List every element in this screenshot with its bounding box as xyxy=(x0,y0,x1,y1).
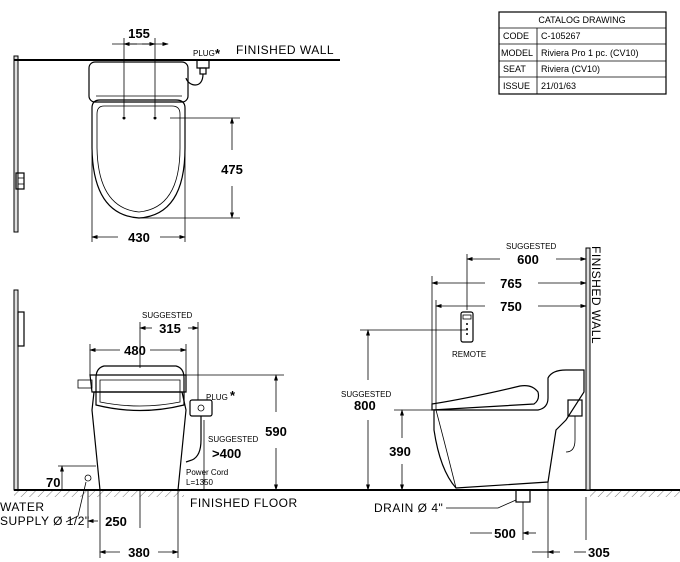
suggested-600-label: SUGGESTED xyxy=(506,242,556,251)
dim-70-label: 70 xyxy=(46,475,60,490)
seat-value: Riviera (CV10) xyxy=(541,64,600,74)
side-dim-500: 500 xyxy=(470,497,587,541)
remote-icon xyxy=(460,311,474,343)
suggested-400-label: SUGGESTED xyxy=(208,435,258,444)
suggested-315-label: SUGGESTED xyxy=(142,311,192,320)
issue-key: ISSUE xyxy=(503,81,530,91)
model-key: MODEL xyxy=(501,48,533,58)
code-key: CODE xyxy=(503,31,529,41)
side-dim-600: 600 xyxy=(466,252,587,310)
top-view: FINISHED WALL PLUG * 155 xyxy=(13,26,340,245)
water-supply-label-2: SUPPLY Ø 1/2" xyxy=(0,514,90,528)
front-plug xyxy=(185,399,213,463)
side-toilet xyxy=(431,369,585,503)
dim-475-label: 475 xyxy=(221,162,243,177)
top-plug xyxy=(185,59,210,86)
front-dim-315: 315 xyxy=(139,321,199,400)
dim-315-label: 315 xyxy=(159,321,181,336)
dim-400-label: >400 xyxy=(212,446,241,461)
title-block-header: CATALOG DRAWING xyxy=(538,15,625,25)
model-value: Riviera Pro 1 pc. (CV10) xyxy=(541,48,639,58)
drain-label: DRAIN Ø 4" xyxy=(374,501,443,515)
code-value: C-105267 xyxy=(541,31,581,41)
front-plug-asterisk: * xyxy=(230,388,236,403)
top-dim-475: 475 xyxy=(140,117,243,219)
drain-leader xyxy=(446,499,517,509)
dim-800-label: 800 xyxy=(354,398,376,413)
finished-floor-label: FINISHED FLOOR xyxy=(190,496,298,510)
side-dim-390: 390 xyxy=(389,409,434,491)
dim-390-label: 390 xyxy=(389,444,411,459)
side-view: FINISHED WALL REMOTE SUGGESTED 600 xyxy=(341,242,680,560)
top-plug-label: PLUG xyxy=(193,49,215,58)
front-view: FINISHED FLOOR PLUG * SUGGESTED 315 xyxy=(0,289,680,560)
side-dim-800: SUGGESTED 800 xyxy=(341,329,468,491)
front-wall-fixture xyxy=(17,311,25,347)
side-finished-wall-label: FINISHED WALL xyxy=(589,246,603,344)
top-plug-asterisk: * xyxy=(215,46,221,61)
power-cord-label: Power Cord xyxy=(186,468,228,477)
dim-430-label: 430 xyxy=(128,230,150,245)
issue-value: 21/01/63 xyxy=(541,81,576,91)
dim-250-label: 250 xyxy=(105,514,127,529)
dim-765-label: 765 xyxy=(500,276,522,291)
dim-305-label: 305 xyxy=(588,545,610,560)
top-toilet xyxy=(88,61,189,219)
dim-480-label: 480 xyxy=(124,343,146,358)
dim-750-label: 750 xyxy=(500,299,522,314)
top-wall xyxy=(13,55,340,233)
front-plug-label: PLUG xyxy=(206,393,228,402)
front-dim-590: 590 xyxy=(186,374,287,491)
dim-600-label: 600 xyxy=(517,252,539,267)
dim-590-label: 590 xyxy=(265,424,287,439)
remote-label: REMOTE xyxy=(452,350,486,359)
water-supply-label-1: WATER xyxy=(0,500,45,514)
seat-key: SEAT xyxy=(503,64,526,74)
top-dim-430: 430 xyxy=(91,150,186,245)
front-toilet xyxy=(77,365,187,491)
front-dim-480: 480 xyxy=(89,343,187,375)
side-finished-wall-label-wrap: FINISHED WALL xyxy=(589,246,603,344)
dim-155-label: 155 xyxy=(128,26,150,41)
dim-500-label: 500 xyxy=(494,526,516,541)
top-dim-155: 155 xyxy=(112,26,169,116)
side-dim-305: 305 xyxy=(532,482,610,560)
dim-380-label: 380 xyxy=(128,545,150,560)
top-finished-wall-label: FINISHED WALL xyxy=(236,43,334,57)
side-dim-750: 750 xyxy=(435,299,587,410)
title-block: CATALOG DRAWING CODE C-105267 MODEL Rivi… xyxy=(498,11,667,95)
suggested-800-label: SUGGESTED xyxy=(341,390,391,399)
power-cord-length: L=1350 xyxy=(186,478,213,487)
water-supply: 70 xyxy=(46,465,96,523)
side-dim-765: 765 xyxy=(431,276,587,404)
front-dim-250: 250 xyxy=(87,490,141,529)
front-dim-380: 380 xyxy=(99,490,179,560)
